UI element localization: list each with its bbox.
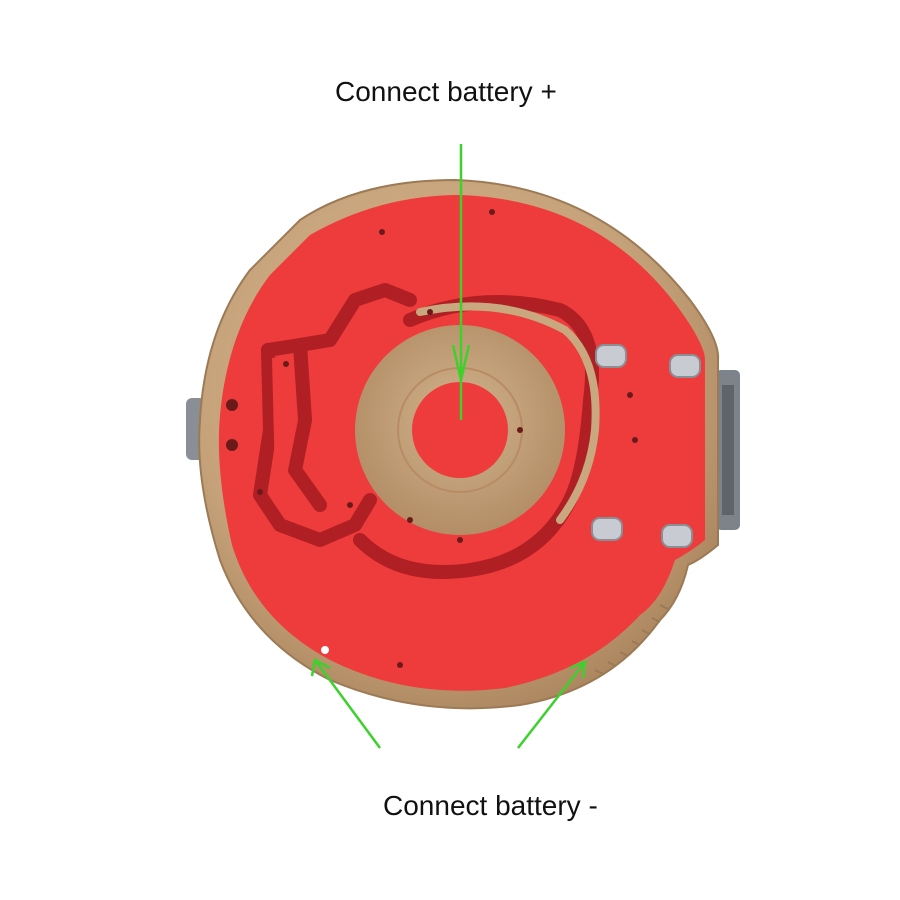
negative-label: Connect battery - [383,790,598,821]
negative-arrow-left [310,658,382,749]
gold-arc-trace [416,302,600,524]
pcb-traces [253,283,599,579]
positive-label: Connect battery + [335,76,557,107]
positive-arrow [451,144,471,420]
serrated-edge [594,604,669,675]
negative-arrow-right [517,660,587,749]
positive-contact-pad [412,382,508,478]
vias [226,209,638,668]
solder-pads [591,344,701,548]
